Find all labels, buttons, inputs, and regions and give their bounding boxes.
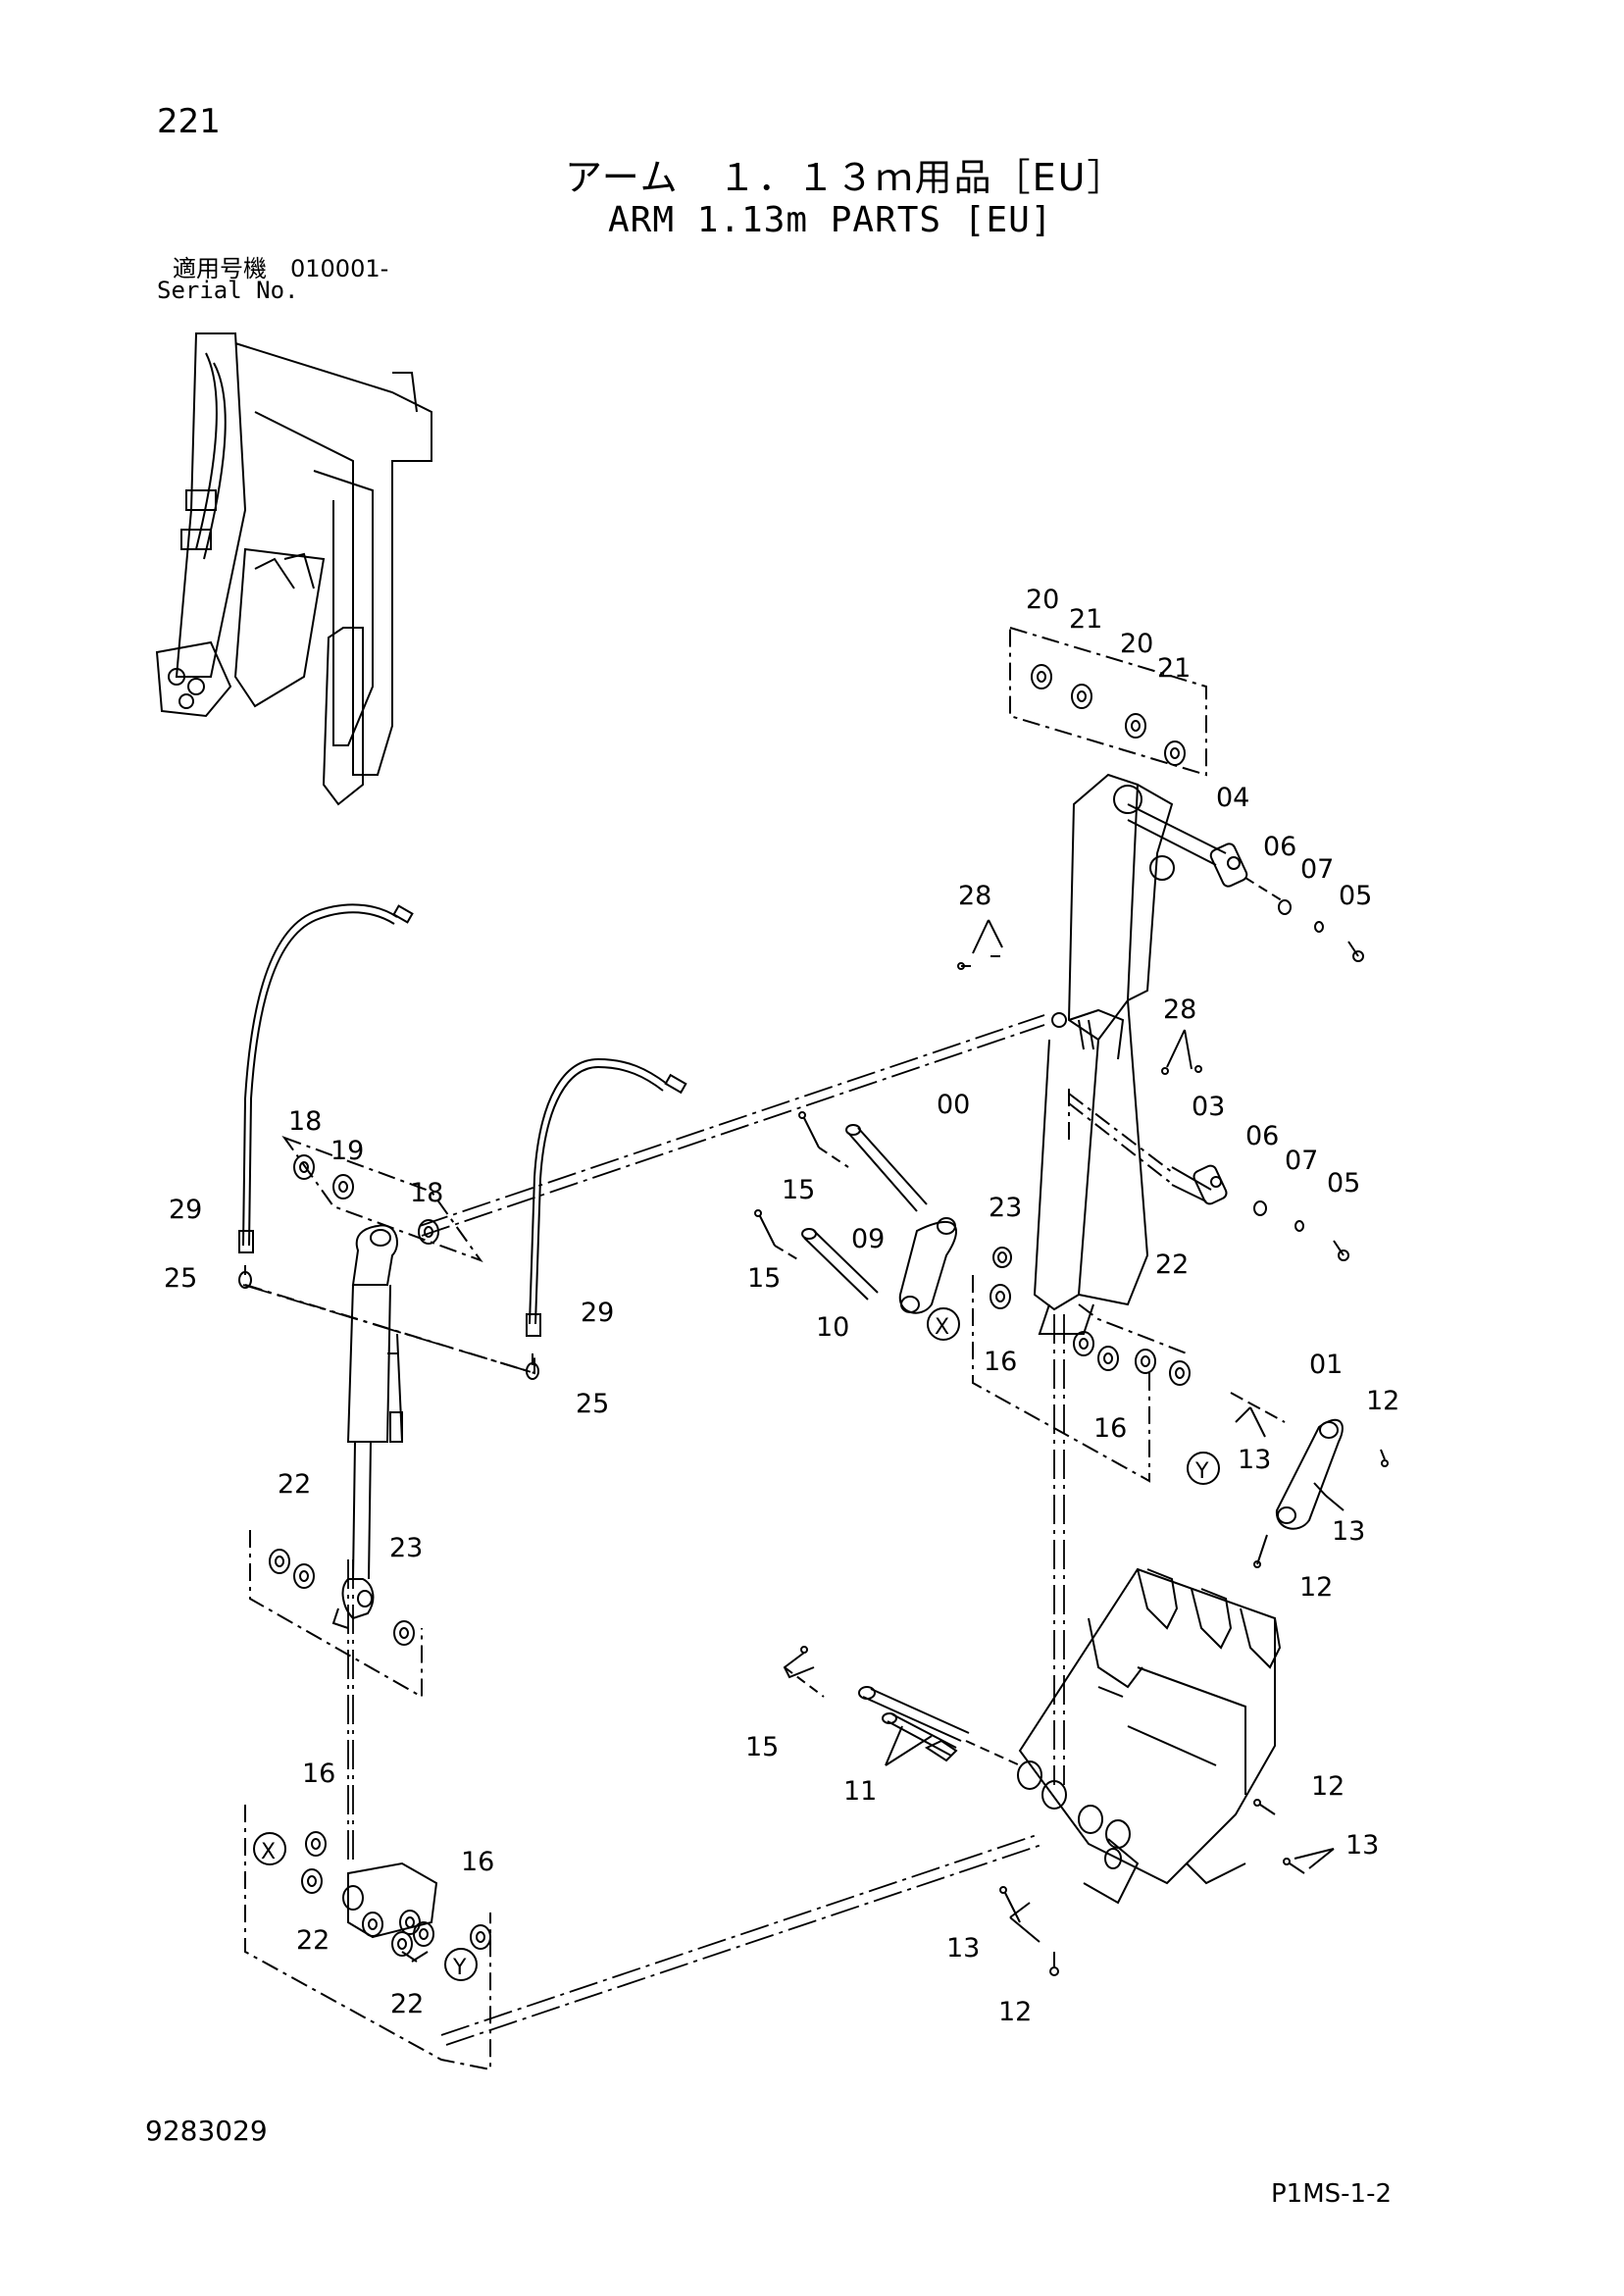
washer-group-left-lower	[249, 1530, 423, 1699]
callout-23: 23	[989, 1193, 1022, 1223]
hydraulic-cylinder	[331, 1224, 403, 1629]
callout-12: 12	[998, 1997, 1032, 2027]
callout-12: 12	[1366, 1386, 1399, 1416]
callout-13: 13	[1332, 1516, 1365, 1547]
callout-05: 05	[1339, 881, 1372, 911]
marker-y: Y	[1194, 1459, 1209, 1484]
serial-label-english: Serial No.	[157, 277, 299, 304]
marker-x-circle	[253, 1832, 286, 1865]
callout-22: 22	[278, 1469, 311, 1500]
callout-16: 16	[461, 1847, 494, 1877]
washer-group-mid	[972, 1275, 1191, 1483]
callout-20: 20	[1120, 629, 1153, 659]
page-code: P1MS-1-2	[1271, 2179, 1393, 2209]
callout-05: 05	[1327, 1168, 1360, 1199]
pin-04	[1127, 803, 1364, 962]
callout-16: 16	[302, 1759, 335, 1789]
callout-07: 07	[1300, 854, 1334, 885]
callout-18: 18	[410, 1178, 443, 1208]
callout-01: 01	[1309, 1350, 1343, 1380]
callout-06: 06	[1245, 1121, 1279, 1151]
pin-03	[1068, 1089, 1349, 1261]
callout-22: 22	[390, 1989, 424, 2019]
callout-18: 18	[288, 1106, 322, 1137]
callout-15: 15	[782, 1175, 815, 1205]
callout-19: 19	[330, 1136, 364, 1166]
callout-16: 16	[1093, 1413, 1127, 1444]
callout-25: 25	[576, 1389, 609, 1419]
arm-body	[1033, 773, 1175, 1335]
callout-21: 21	[1069, 604, 1102, 635]
title-japanese: アーム １．１３ｍ用品［EU］	[565, 156, 1127, 199]
link-01	[1230, 1392, 1389, 1568]
pin-11-group	[783, 1646, 1335, 1976]
callout-23: 23	[389, 1533, 423, 1563]
callout-28: 28	[958, 881, 991, 911]
title-english: ARM 1.13m PARTS [EU]	[608, 200, 1053, 240]
marker-x: X	[935, 1315, 949, 1340]
callout-22: 22	[1155, 1250, 1189, 1280]
pin-09-10	[754, 1111, 928, 1301]
callout-00: 00	[937, 1090, 970, 1120]
link-00	[898, 1217, 1012, 1314]
marker-y-circle	[444, 1948, 478, 1981]
callout-15: 15	[745, 1732, 779, 1762]
callout-25: 25	[164, 1263, 197, 1294]
document-number: 9283029	[145, 2115, 268, 2147]
callout-29: 29	[581, 1298, 614, 1328]
alignment-lines	[242, 1014, 1065, 2046]
callout-07: 07	[1285, 1146, 1318, 1176]
callout-12: 12	[1311, 1771, 1345, 1802]
callout-labels: 20 21 20 21 04 06 07 05 28 28 03 06 07 0…	[164, 585, 1399, 2027]
callout-10: 10	[816, 1312, 849, 1343]
hydraulic-hoses	[238, 903, 687, 1380]
callout-06: 06	[1263, 832, 1296, 862]
callout-03: 03	[1192, 1092, 1225, 1122]
callout-13: 13	[1345, 1830, 1379, 1861]
pin-28-group	[957, 919, 1202, 1075]
callout-09: 09	[851, 1224, 885, 1254]
bucket	[1017, 1567, 1282, 1905]
reference-markers: X Y X Y	[253, 1307, 1220, 1981]
callout-21: 21	[1157, 653, 1191, 684]
callout-28: 28	[1163, 995, 1196, 1025]
callout-20: 20	[1026, 585, 1059, 615]
link-bottom-group	[244, 1805, 491, 2071]
washer-group-left-upper	[244, 1135, 535, 1375]
callout-29: 29	[169, 1195, 202, 1225]
washer-group-top	[1009, 627, 1207, 777]
callout-04: 04	[1216, 783, 1249, 813]
marker-y-circle	[1187, 1452, 1220, 1485]
marker-x: X	[261, 1840, 276, 1864]
arm-assembly-thumbnail	[155, 332, 432, 806]
callout-15: 15	[747, 1263, 781, 1294]
callout-13: 13	[1238, 1445, 1271, 1475]
callout-16: 16	[984, 1347, 1017, 1377]
callout-11: 11	[843, 1776, 877, 1807]
callout-12: 12	[1299, 1572, 1333, 1603]
callout-22: 22	[296, 1925, 330, 1956]
callout-13: 13	[946, 1933, 980, 1964]
marker-x-circle	[927, 1307, 960, 1341]
marker-y: Y	[452, 1956, 467, 1980]
serial-label-japanese: 適用号機 010001-	[173, 255, 389, 282]
page-number: 221	[157, 102, 221, 141]
